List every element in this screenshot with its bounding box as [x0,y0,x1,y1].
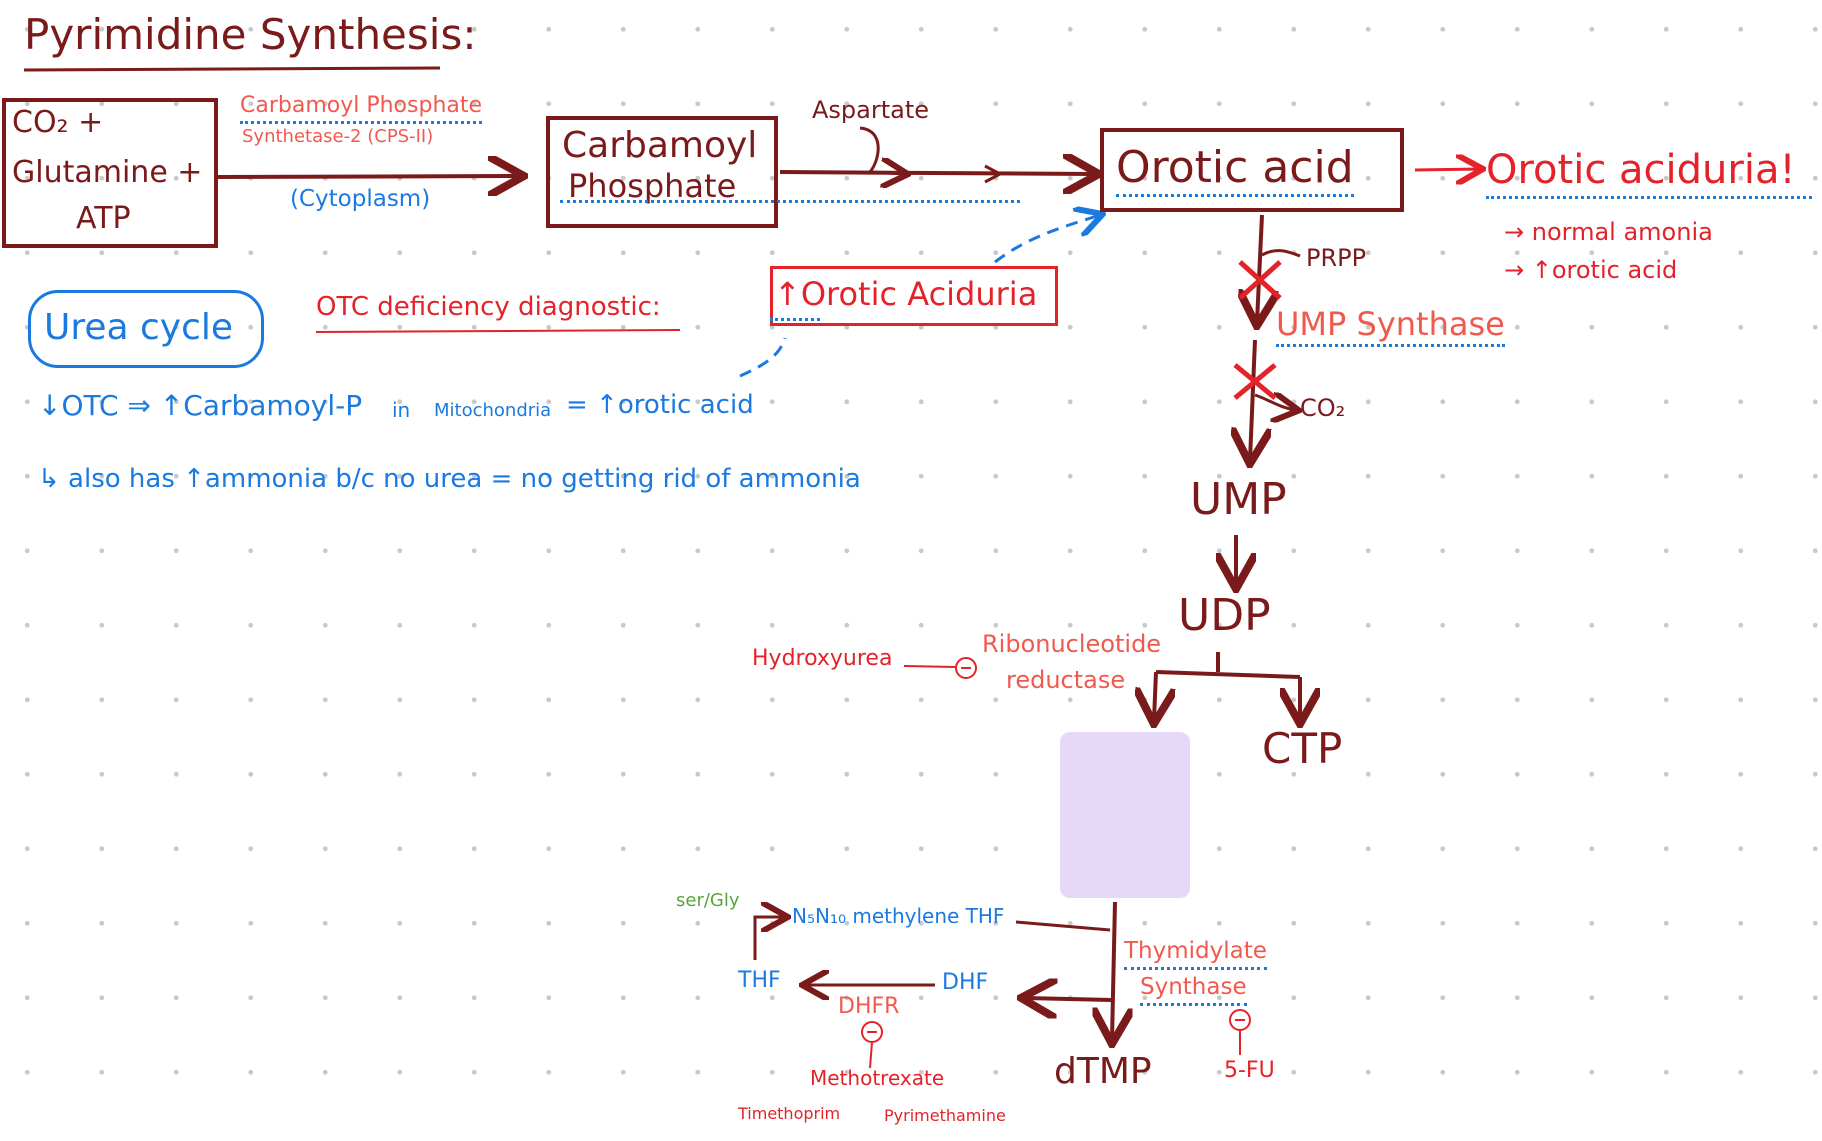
thf-label: THF [738,968,781,993]
inhibit-circle-hu [955,657,977,679]
start-line-3: ATP [76,201,131,236]
pyrimethamine-label: Pyrimethamine [884,1106,1006,1125]
arrow-to-dtmp [1112,901,1115,1040]
methylene-thf-in [1015,920,1111,932]
page-title: Pyrimidine Synthesis: [24,10,477,59]
arrow-thf-methylene [753,917,785,960]
orotic-aciduria-box-label: ↑Orotic Aciduria [774,275,1038,313]
enzyme-cps-line-2: Synthetase-2 (CPS-II) [242,126,434,147]
dashed-curve-lower [739,337,787,378]
otc-line-1c: Mitochondria [434,400,552,421]
thymidylate-line-1: Thymidylate [1124,940,1267,970]
aspartate-label: Aspartate [812,96,930,124]
dtmp-label: dTMP [1054,1051,1152,1092]
title-underline [23,66,441,72]
start-line-1: CO₂ + [12,105,104,140]
enzyme-cps-line-1: Carbamoyl Phosphate [240,95,483,124]
arrowhead-mid [984,164,1004,184]
otc-line-2: ↳ also has ↑ammonia b/c no urea = no get… [38,464,861,494]
prpp-label: PRPP [1306,244,1367,272]
ctp-label: CTP [1262,724,1343,773]
dhf-label: DHF [942,970,989,995]
location-label: (Cytoplasm) [290,186,431,212]
dhf-out [1025,998,1113,1000]
urea-cycle-label: Urea cycle [44,307,234,348]
udp-label: UDP [1178,590,1271,641]
orotic-aciduria-note-1: → normal amonia [1504,218,1713,246]
otc-line-1b: in [392,398,411,422]
x-mark-1 [1238,260,1282,300]
otc-underline [315,329,681,333]
arrow-to-orotic [779,172,1095,174]
co2-label: CO₂ [1300,394,1346,422]
ribonucleotide-reductase-line-1: Ribonucleotide [982,630,1162,658]
start-box [2,98,218,248]
arrow-to-dtmp-branch [1154,671,1156,720]
methylene-thf-label: N₅N₁₀ methylene THF [792,904,1005,928]
prpp-branch [1261,249,1301,258]
hydroxyurea-line [903,665,956,668]
orotic-aciduria-note-2: → ↑orotic acid [1504,256,1678,284]
arrow-to-carbamoyl [215,176,520,177]
carbamoyl-box [546,116,778,228]
redacted-region [1060,732,1190,898]
otc-diagnostic-label: OTC deficiency diagnostic: [316,292,661,322]
udp-fork [1155,652,1301,679]
dhfr-label: DHFR [838,994,900,1019]
x-mark-2 [1233,363,1277,400]
ump-label: UMP [1190,474,1287,525]
carbamoyl-line-1: Carbamoyl [562,125,758,166]
ump-synthase-label: UMP Synthase [1276,308,1505,347]
five-fu-label: 5-FU [1224,1058,1275,1083]
arrow-orotic-down-1 [1257,214,1262,322]
ribonucleotide-reductase-line-2: reductase [1006,666,1126,694]
orotic-aciduria-underline [1486,196,1812,199]
aspartate-hook [859,126,905,174]
orotic-acid-label: Orotic acid [1116,146,1354,197]
methotrexate-label: Methotrexate [810,1066,945,1090]
thymidylate-line-2: Synthase [1140,976,1247,1006]
dashed-curve-upper [994,215,1100,264]
arrow-to-orotic-aciduria [1414,169,1480,170]
timethoprim-label: Timethoprim [738,1104,841,1123]
co2-branch [1254,395,1296,410]
orotic-aciduria-title: Orotic aciduria! [1486,147,1796,193]
carbamoyl-line-2: Phosphate [568,167,737,205]
otc-line-1d: = ↑orotic acid [566,390,754,420]
carbamoyl-dotted-underline [560,200,1020,203]
ser-gly-label: ser/Gly [676,890,740,911]
hydroxyurea-label: Hydroxyurea [752,646,893,671]
otc-line-1a: ↓OTC ⇒ ↑Carbamoyl-P [38,389,363,422]
orotic-aciduria-box [770,266,1058,326]
start-line-2: Glutamine + [12,155,203,190]
arrow-orotic-down-2 [1250,339,1255,460]
urea-cycle-bubble [28,290,264,368]
orotic-acid-box [1100,128,1404,212]
orotic-aciduria-box-underline [770,318,820,321]
